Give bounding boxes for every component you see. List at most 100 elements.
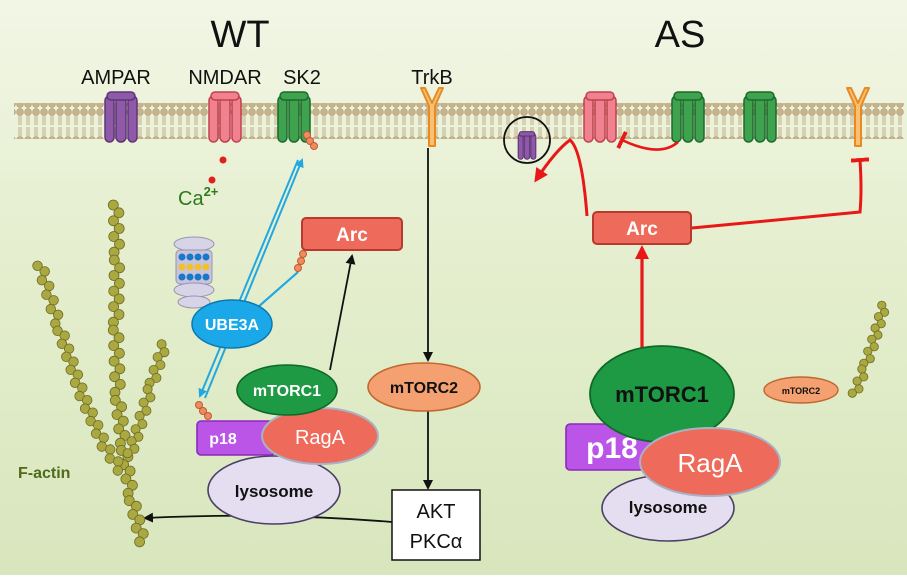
actin-bead (145, 392, 156, 403)
actin-bead (120, 473, 132, 485)
actin-bead (61, 351, 72, 363)
raga-label-as: RagA (677, 448, 743, 478)
actin-bead (130, 522, 142, 534)
arc-to-ampar-internalization-arrow (534, 138, 589, 217)
internalized-vesicle-circle (503, 116, 551, 164)
actin-bead (108, 285, 120, 297)
actin-bead (36, 275, 48, 286)
arc-ubiquitin-chain-icon (294, 250, 307, 272)
actin-bead (114, 363, 126, 375)
actin-bead (123, 495, 135, 507)
lysosome-label-wt: lysosome (235, 482, 313, 501)
actin-bead (141, 405, 152, 416)
p18-label-wt: p18 (209, 431, 237, 448)
actin-bead (113, 207, 125, 219)
actin-bead (108, 301, 119, 313)
sk2-label: SK2 (283, 67, 321, 89)
raga-label-wt: RagA (295, 427, 346, 449)
actin-bead (113, 423, 125, 435)
sk2-ubiquitin-chain-icon (303, 131, 318, 150)
arc-inhibits-trkb-arrow (691, 157, 870, 230)
mtorc2-node-wt (367, 362, 481, 412)
mtorc1-node-wt (236, 364, 338, 416)
ube3a-label: UBE3A (205, 317, 260, 334)
actin-bead (869, 342, 879, 352)
actin-bead (107, 199, 119, 211)
proteasome-icon (173, 236, 215, 309)
lysosome-label-as: lysosome (629, 498, 707, 517)
arc-label-as: Arc (626, 219, 658, 240)
calcium-dot-icon (219, 156, 227, 164)
p18-ubiquitin-chain-icon (195, 401, 212, 420)
as-sk2-channel-icon-2 (743, 91, 777, 143)
lysosome-node-wt (207, 455, 341, 525)
mtorc2-label-as: mTORC2 (782, 386, 820, 396)
actin-bead (113, 223, 125, 234)
actin-bead (108, 215, 119, 227)
actin-bead (114, 277, 125, 289)
actin-bead (108, 254, 120, 266)
actin-bead (111, 409, 123, 421)
actin-bead (44, 280, 55, 292)
trkb-label: TrkB (411, 67, 452, 89)
actin-bead (159, 347, 170, 358)
raga-node-as (639, 427, 781, 497)
actin-bead (108, 231, 120, 242)
actin-bead (114, 238, 125, 250)
as-nmdar-receptor-icon (583, 91, 617, 143)
arc-label-wt: Arc (336, 225, 368, 246)
actin-bead (109, 394, 121, 406)
actin-bead (104, 444, 116, 455)
mtorc1-to-arc-arrow (329, 254, 356, 371)
actin-bead (859, 372, 869, 382)
actin-bead (56, 338, 68, 350)
actin-bead (854, 384, 864, 394)
actin-bead (65, 364, 76, 376)
ampar-label: AMPAR (81, 67, 151, 89)
actin-bead (48, 295, 59, 306)
actin-bead (108, 270, 120, 281)
actin-bead (114, 378, 126, 390)
actin-bead (137, 419, 148, 430)
actin-bead (112, 456, 124, 467)
actin-bead (113, 309, 125, 320)
pkc-label: PKCα (410, 531, 463, 553)
actin-bead (113, 293, 125, 305)
ube3a-node (191, 299, 273, 349)
arc-node-wt (301, 217, 403, 251)
actin-bead (32, 260, 43, 272)
actin-bead (122, 448, 133, 459)
actin-bead (41, 289, 52, 300)
f-actin-beads (32, 199, 890, 548)
calcium-label: Ca2+ (178, 184, 219, 210)
internalized-ampar-icon (517, 131, 537, 160)
as-sk2-channel-icon (671, 91, 705, 143)
calcium-dot-icon (208, 176, 216, 184)
wt-panel-title: WT (210, 14, 269, 56)
actin-bead (39, 266, 50, 277)
actin-bead (109, 371, 120, 383)
actin-bead (865, 354, 875, 364)
actin-bead (155, 359, 166, 370)
f-actin-label: F-actin (18, 465, 70, 482)
actin-bead (45, 303, 57, 315)
actin-bead (108, 340, 120, 352)
actin-bead (113, 332, 125, 344)
mtorc2-node-as (763, 376, 839, 404)
actin-bead (52, 325, 63, 337)
sk2-inhibits-nmdar-arrow (616, 131, 679, 151)
actin-bead (134, 536, 146, 548)
actin-bead (847, 388, 857, 398)
nmdar-label: NMDAR (188, 67, 261, 89)
actin-bead (52, 309, 64, 321)
actin-bead (108, 355, 120, 367)
akt-pkc-box (391, 489, 481, 561)
as-panel-title: AS (655, 14, 706, 56)
mtorc2-label-wt: mTORC2 (390, 380, 458, 397)
ube3a-to-sk2-arrow (198, 158, 304, 399)
actin-bead (852, 376, 862, 386)
nmdar-receptor-icon (208, 91, 242, 143)
actin-bead (69, 377, 81, 389)
mtorc1-label-as: mTORC1 (615, 382, 709, 407)
